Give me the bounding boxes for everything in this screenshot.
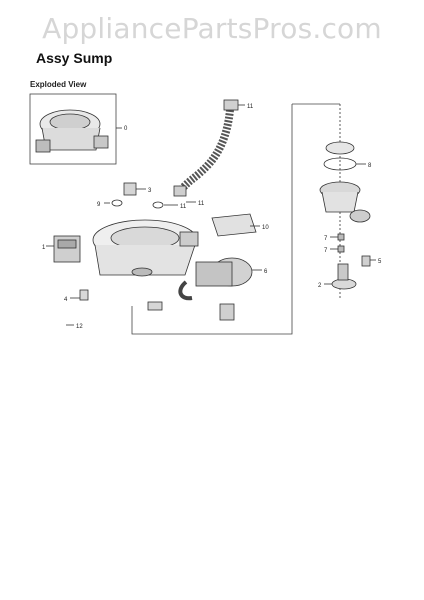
part-6-pump <box>178 257 262 301</box>
hose-clamp <box>152 201 178 209</box>
part-1-motor-block <box>46 235 81 263</box>
part-9-ring <box>104 199 123 207</box>
callout-4: 4 <box>64 297 68 303</box>
callout-5: 5 <box>378 259 382 265</box>
small-bottom-parts <box>147 301 235 321</box>
callout-7-lower: 7 <box>324 248 328 254</box>
part-4-bracket <box>70 289 89 301</box>
callout-9: 9 <box>97 202 101 208</box>
callout-8: 8 <box>368 163 372 169</box>
part-5-fitting <box>361 255 376 267</box>
callout-1: 1 <box>42 245 46 251</box>
part-7-clips <box>330 233 345 253</box>
diagram-title: Assy Sump <box>36 50 113 66</box>
part-10-gasket <box>211 213 260 237</box>
assembled-sump-inset <box>29 93 122 165</box>
callout-11-top: 11 <box>247 104 254 110</box>
part-2-base <box>324 263 357 290</box>
callout-10: 10 <box>262 225 269 231</box>
callout-7-upper: 7 <box>324 236 328 242</box>
callout-11-hose: 11 <box>198 201 205 207</box>
callout-3: 3 <box>148 188 152 194</box>
group-bracket-lines <box>131 103 340 335</box>
callout-6: 6 <box>264 269 268 275</box>
site-watermark: AppliancePartsPros.com <box>42 12 382 45</box>
filter-assembly <box>319 104 371 300</box>
callout-2: 2 <box>318 283 322 289</box>
sump-body <box>92 219 199 277</box>
part-3-valve <box>123 182 146 196</box>
callout-0: 0 <box>124 126 128 132</box>
callout-12: 12 <box>76 324 83 330</box>
drain-hose <box>176 99 245 195</box>
hose-connector <box>173 185 196 203</box>
view-label: Exploded View <box>30 80 87 89</box>
callout-11-mid: 11 <box>180 204 187 210</box>
